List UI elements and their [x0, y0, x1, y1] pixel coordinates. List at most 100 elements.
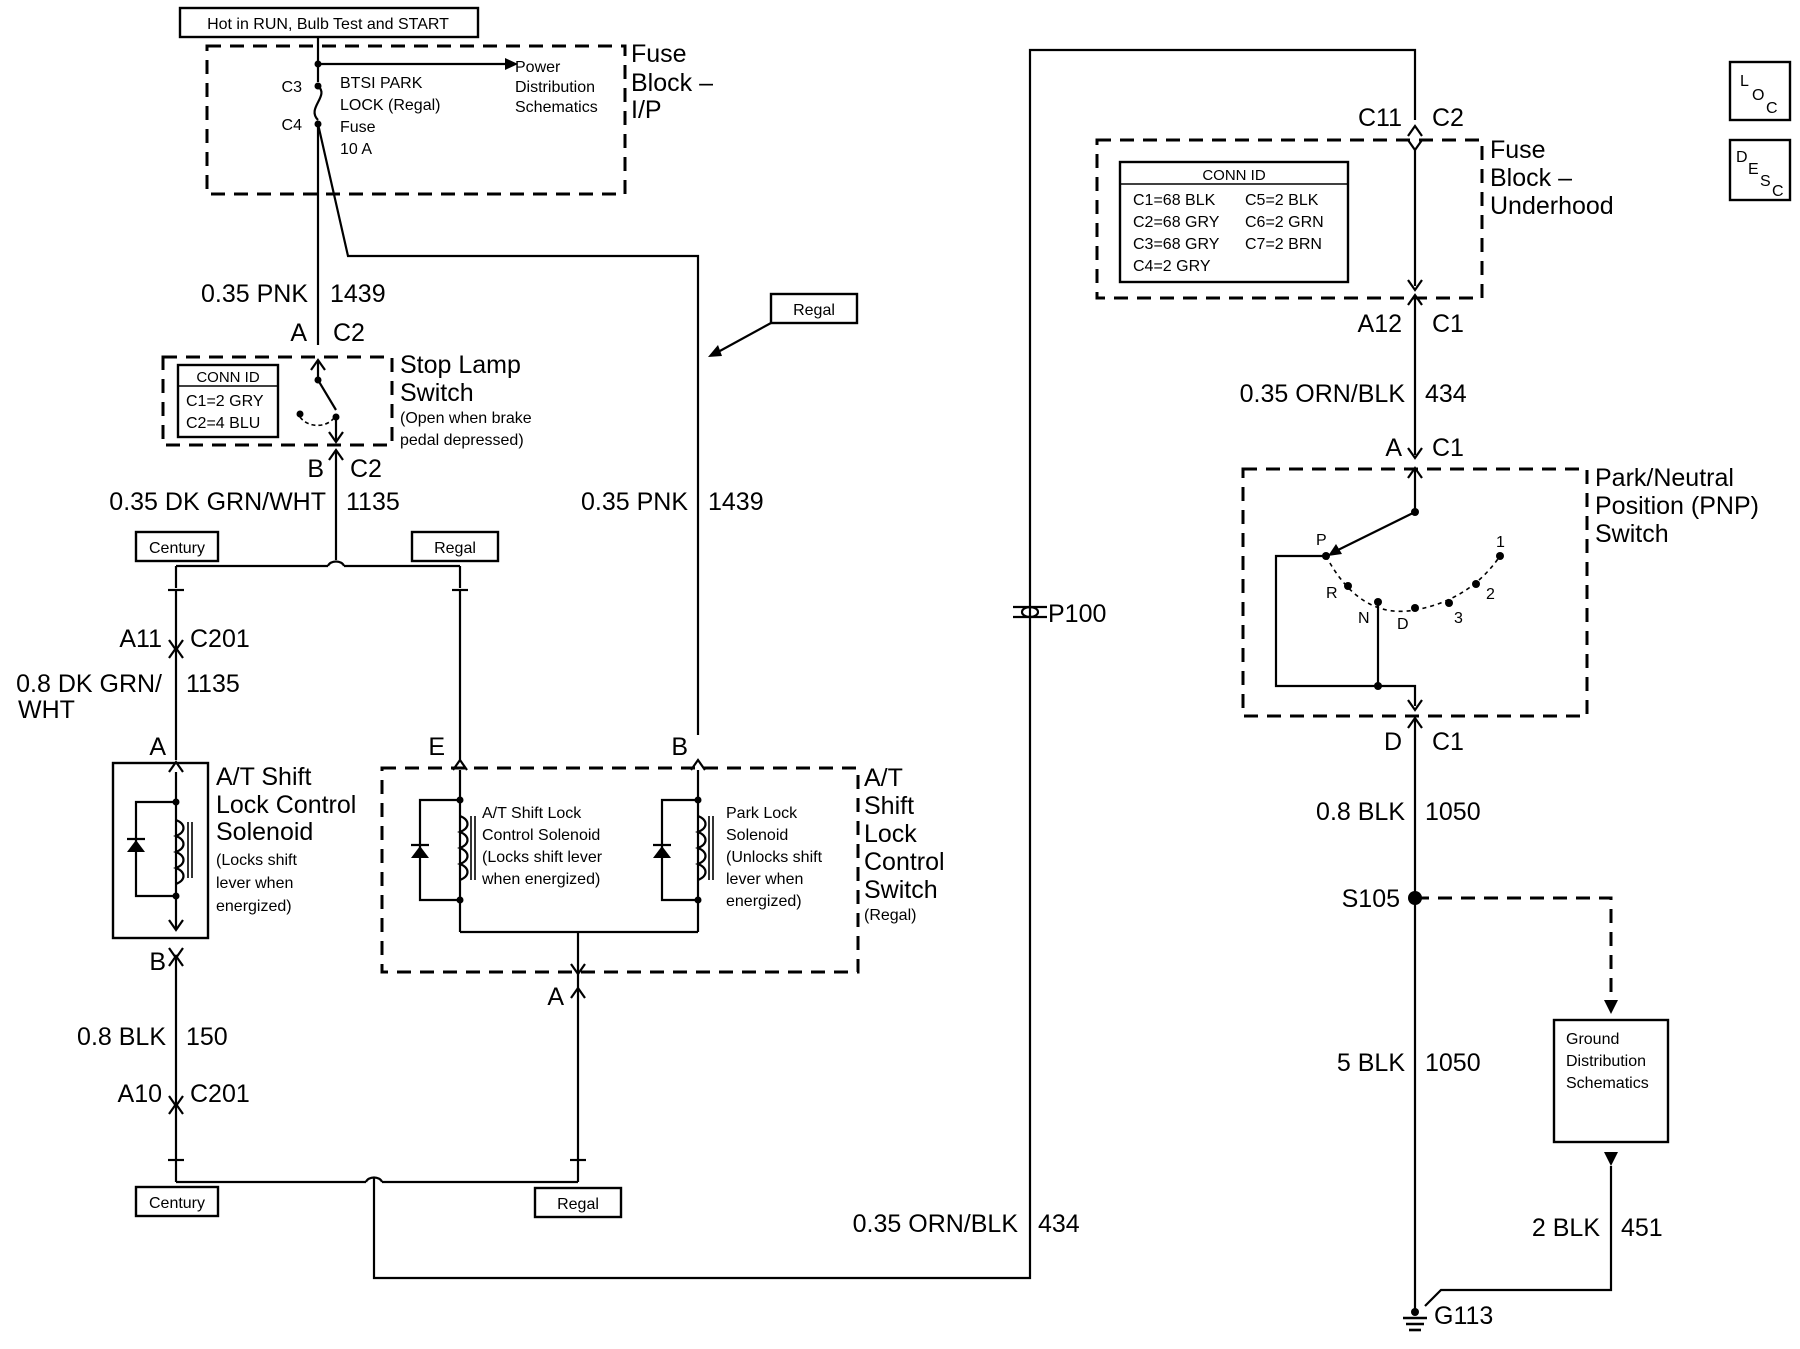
label-pnp-c1-top: C1 [1432, 434, 1464, 462]
label-c2: C2 [1432, 104, 1464, 132]
svg-text:E: E [1748, 161, 1759, 178]
stop-lamp-b: B [307, 455, 324, 483]
shift-lock-title-1: A/T Shift [216, 763, 311, 791]
wire-1439-regal [316, 123, 700, 735]
btsi-title-3: Lock [864, 820, 917, 848]
diode-icon [411, 846, 429, 858]
btsi-sol1-1: A/T Shift Lock [482, 805, 582, 822]
diode-icon [127, 840, 145, 852]
label-btsi-b: B [671, 733, 688, 761]
stop-lamp-c2-top: C2 [333, 319, 365, 347]
btsi-sol2-1: Park Lock [726, 805, 798, 822]
label-dkgrn-circuit: 1135 [346, 488, 400, 516]
connector-chevron-icon [328, 431, 344, 444]
shift-lock-note-2: lever when [216, 875, 293, 892]
conn-id-cell: C2=68 GRY [1133, 214, 1220, 231]
fuse-block-ip-title-2: Block – [631, 69, 713, 97]
label-pnk-right-circuit: 1439 [708, 488, 764, 516]
label-blk5-circuit: 1050 [1425, 1049, 1481, 1077]
century-tag [134, 530, 220, 563]
arrow-head-icon [1604, 1152, 1618, 1166]
shift-lock-title-2: Lock Control [216, 791, 356, 819]
label-blk2-circuit: 451 [1621, 1214, 1663, 1242]
label-blk2-gauge: 2 BLK [1532, 1214, 1600, 1242]
conn-id-row: C1=2 GRY [186, 393, 264, 410]
fuse-label-2: LOCK (Regal) [340, 97, 440, 114]
label-blk150-circuit: 150 [186, 1023, 228, 1051]
label-pnp-c1-bottom: C1 [1432, 728, 1464, 756]
label-pnk-right-gauge: 0.35 PNK [581, 488, 688, 516]
label-dkgrn08-circuit: 1135 [186, 670, 240, 698]
btsi-sol2-2: Solenoid [726, 827, 788, 844]
loc-icon[interactable]: L O C [1728, 60, 1792, 122]
stop-lamp-note-1: (Open when brake [400, 410, 532, 427]
power-dist-1: Power [515, 59, 561, 76]
label-pnp-a: A [1385, 434, 1402, 462]
switch-blade-icon [317, 379, 337, 411]
btsi-sol2-3: (Unlocks shift [726, 849, 823, 866]
label-dkgrn-gauge: 0.35 DK GRN/WHT [109, 488, 326, 516]
fuse-block-underhood-outline [1095, 138, 1484, 300]
fuse-label-1: BTSI PARK [340, 75, 423, 92]
underhood-conn-id: CONN ID C1=68 BLK C5=2 BLK C2=68 GRY C6=… [1118, 160, 1350, 284]
conn-id-row: C2=4 BLU [186, 415, 260, 432]
fuse-c3: C3 [282, 79, 303, 96]
btsi-variant: (Regal) [864, 907, 916, 924]
coil-icon [457, 814, 469, 882]
btsi-sol1-2: Control Solenoid [482, 827, 600, 844]
stop-lamp-c2-bottom: C2 [350, 455, 382, 483]
stop-lamp-conn-id: CONN ID C1=2 GRY C2=4 BLU [176, 363, 280, 439]
label-p100: P100 [1048, 600, 1106, 628]
p100-connector [1013, 605, 1047, 619]
stop-lamp-a: A [290, 319, 307, 347]
century-tag [134, 1185, 220, 1218]
pnp-pos-3: 3 [1454, 610, 1463, 627]
regal-tag [410, 530, 500, 563]
shift-lock-note-3: energized) [216, 898, 292, 915]
btsi-title-4: Control [864, 848, 945, 876]
label-blk08-circuit: 1050 [1425, 798, 1481, 826]
ground-dist-box: Ground Distribution Schematics [1552, 1018, 1670, 1144]
stop-lamp-note-2: pedal depressed) [400, 432, 524, 449]
fuse-label-3: Fuse [340, 119, 376, 136]
label-sol-a: A [149, 733, 166, 761]
pnp-title-1: Park/Neutral [1595, 464, 1734, 492]
wire-434-loop [372, 48, 1417, 1280]
power-label-box: Hot in RUN, Bulb Test and START [178, 6, 480, 39]
underhood-title-3: Underhood [1490, 192, 1614, 220]
label-orn-gauge: 0.35 ORN/BLK [1240, 380, 1406, 408]
underhood-title-1: Fuse [1490, 136, 1546, 164]
fuse-c4: C4 [282, 117, 303, 134]
btsi-sol1-4: when energized) [481, 871, 600, 888]
label-pnk-circuit: 1439 [330, 280, 386, 308]
svg-text:O: O [1752, 87, 1764, 104]
diode-icon [653, 846, 671, 858]
pnp-title-2: Position (PNP) [1595, 492, 1759, 520]
label-c1: C1 [1432, 310, 1464, 338]
conn-id-cell: C4=2 GRY [1133, 258, 1211, 275]
conn-id-cell: C7=2 BRN [1245, 236, 1322, 253]
coil-icon [695, 814, 707, 882]
pnp-pos-r: R [1326, 585, 1338, 602]
regal-tag [533, 1186, 623, 1219]
svg-text:L: L [1740, 73, 1749, 90]
pnp-title-3: Switch [1595, 520, 1669, 548]
arrow-head-icon [1604, 1000, 1618, 1014]
label-c201-top: C201 [190, 625, 250, 653]
fuse-label-4: 10 A [340, 141, 372, 158]
arrow-head-icon [505, 58, 518, 70]
desc-icon[interactable]: D E S C [1728, 138, 1792, 202]
btsi-title-5: Switch [864, 876, 938, 904]
power-dist-3: Schematics [515, 99, 598, 116]
conn-id-cell: C6=2 GRN [1245, 214, 1324, 231]
conn-id-cell: C1=68 BLK [1133, 192, 1216, 209]
fuse-icon [313, 85, 323, 121]
ground-dist-1: Ground [1566, 1031, 1619, 1048]
svg-text:C: C [1772, 183, 1784, 200]
btsi-title-1: A/T [864, 764, 903, 792]
label-orn-circuit: 434 [1425, 380, 1467, 408]
coil-icon [173, 818, 185, 886]
shift-lock-solenoid-box [111, 761, 210, 940]
power-label: Hot in RUN, Bulb Test and START [207, 16, 449, 33]
